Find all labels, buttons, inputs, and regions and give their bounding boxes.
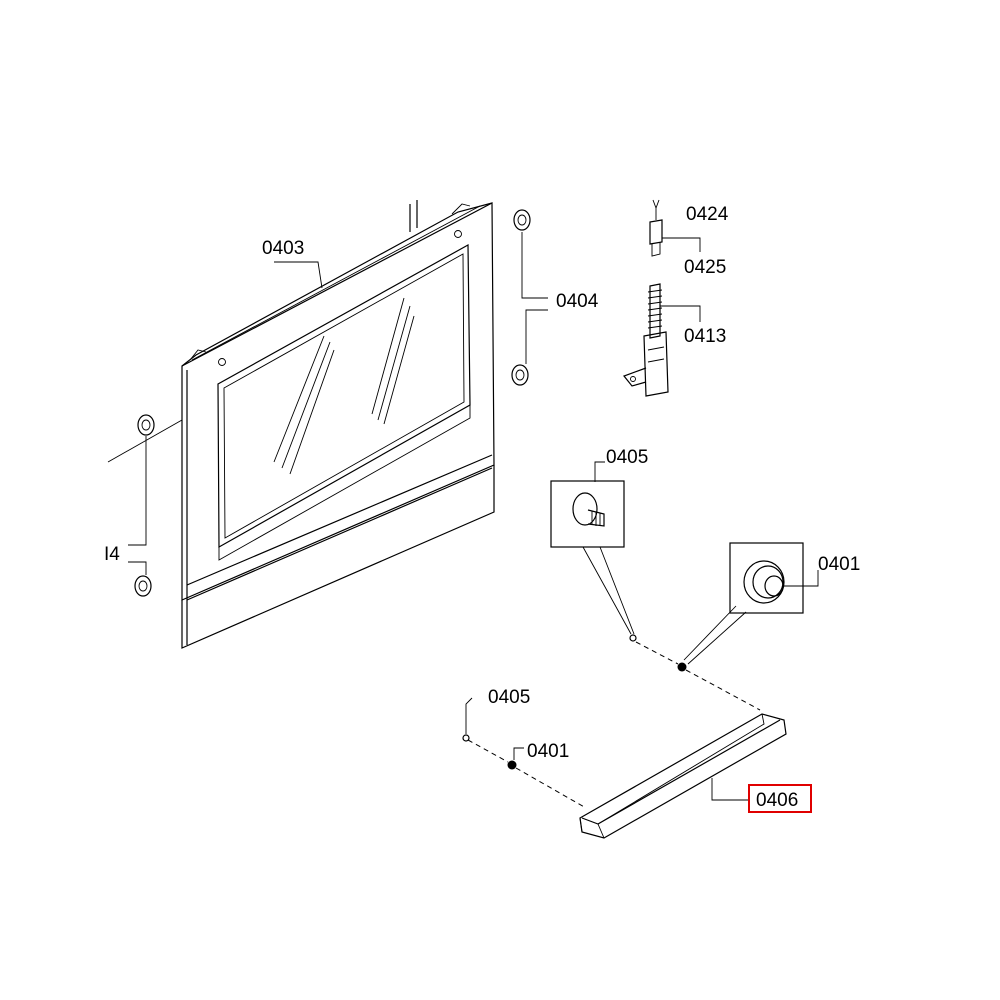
label-hinge: 0413 bbox=[684, 326, 726, 347]
spacer-detail-box[interactable] bbox=[677, 542, 819, 672]
hinge-part[interactable] bbox=[623, 283, 701, 397]
label-pin: 0424 bbox=[686, 204, 729, 225]
oven-door[interactable] bbox=[181, 200, 495, 649]
handle-highlight-box bbox=[748, 784, 812, 813]
label-spacer-small: 0401 bbox=[527, 741, 569, 762]
label-hinge-pad-left: I4 bbox=[104, 544, 120, 565]
screw-small[interactable] bbox=[462, 697, 473, 742]
label-pin-clip: 0425 bbox=[684, 257, 726, 278]
assembly-line-left bbox=[467, 739, 587, 809]
hinge-pad-right[interactable] bbox=[511, 209, 548, 386]
spacer-small[interactable] bbox=[507, 747, 525, 770]
screw-detail-box[interactable] bbox=[550, 461, 637, 642]
pin-part[interactable] bbox=[649, 199, 701, 257]
assembly-line-right bbox=[635, 641, 761, 711]
label-screw-detail: 0405 bbox=[606, 447, 648, 468]
label-screw-small: 0405 bbox=[488, 687, 530, 708]
label-door: 0403 bbox=[262, 238, 304, 259]
label-handle[interactable]: 0406 bbox=[756, 790, 798, 811]
hinge-pad-left[interactable] bbox=[107, 414, 183, 597]
label-hinge-pad-right: 0404 bbox=[556, 291, 599, 312]
label-spacer-detail: 0401 bbox=[818, 554, 860, 575]
door-handle[interactable] bbox=[579, 713, 787, 839]
